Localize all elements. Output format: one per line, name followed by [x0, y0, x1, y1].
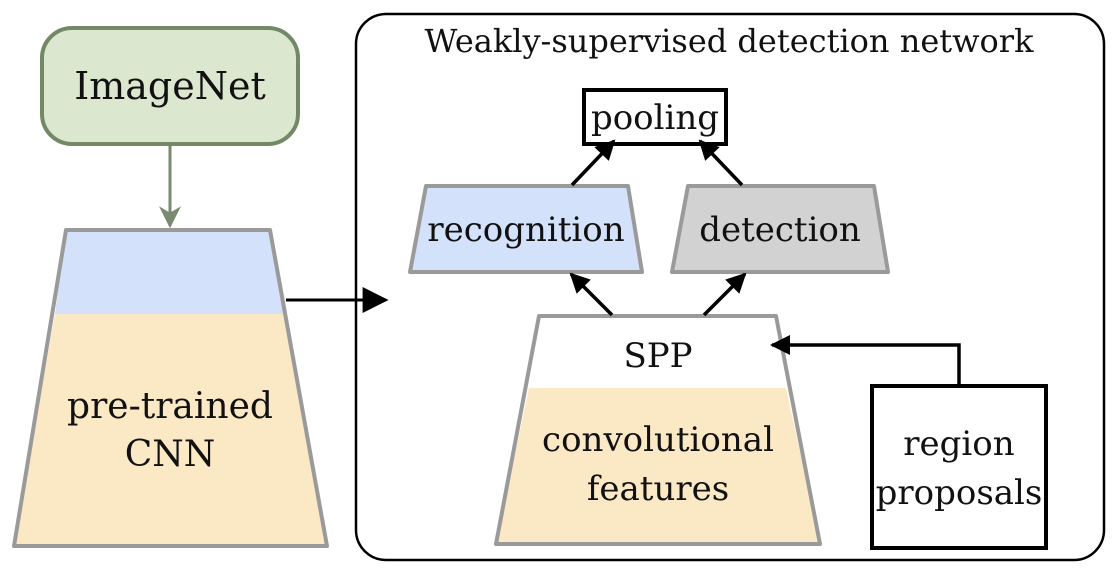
pooling-label: pooling [591, 98, 719, 138]
imagenet-label: ImageNet [74, 64, 266, 108]
detection-to-pooling-arrow [698, 139, 744, 187]
conv-label-line1: convolutional [542, 420, 774, 460]
recognition-label: recognition [427, 210, 624, 250]
imagenet-node: ImageNet [40, 26, 300, 146]
spp-section [529, 316, 786, 388]
conv-label-line2: features [587, 469, 729, 509]
region-label-line2: proposals [876, 473, 1043, 513]
cnn-top-section [55, 230, 285, 314]
spp-label: SPP [623, 336, 692, 376]
spp-to-detection-arrow [702, 272, 747, 317]
recognition-node: recognition [408, 184, 644, 274]
spp-features-node: SPP convolutional features [494, 314, 822, 546]
region-label-line1: region [903, 424, 1014, 464]
cnn-body-section [14, 314, 327, 546]
region-proposals-node: region proposals [870, 384, 1048, 550]
recognition-to-pooling-arrow [570, 139, 616, 187]
pretrained-cnn-node: pre-trained CNN [12, 228, 329, 548]
cnn-label-line2: CNN [125, 434, 216, 475]
network-title: Weakly-supervised detection network [425, 22, 1035, 60]
pooling-node: pooling [582, 88, 728, 146]
detection-label: detection [699, 210, 861, 250]
detection-node: detection [670, 184, 890, 274]
cnn-label-line1: pre-trained [67, 386, 273, 427]
spp-to-recognition-arrow [569, 272, 614, 317]
region-to-spp-arrow [770, 335, 961, 386]
conv-features-section [496, 388, 820, 544]
detection-network-container: Weakly-supervised detection network [354, 12, 1106, 562]
